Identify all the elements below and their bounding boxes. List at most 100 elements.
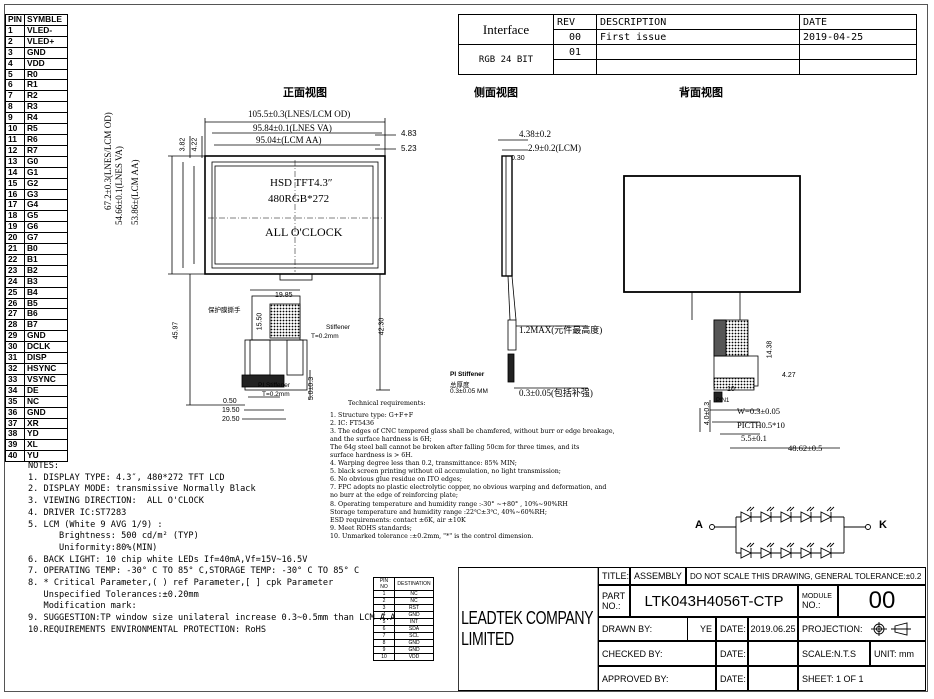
drawing-frame — [4, 4, 928, 692]
pin-number: 27 — [5, 308, 25, 321]
requirement-line: 4. Warping degree less than 0.2, transmi… — [330, 460, 517, 468]
led-diode-icon — [800, 542, 815, 559]
technical-requirements: Technical requirements: 1. Structure type… — [330, 400, 620, 541]
dim-15-50: 15.50 — [256, 312, 264, 331]
approved-date-label: DATE: — [716, 666, 748, 691]
pin-number: 15 — [5, 177, 25, 190]
requirement-line: Technical requirements: — [348, 400, 426, 407]
pin-number: PIN — [5, 14, 25, 26]
touch-pin-number: 1 — [373, 590, 395, 598]
pin-symbol: XR — [24, 417, 68, 430]
screen-label-resolution: 480RGB*272 — [268, 193, 330, 205]
pin-number: 4 — [5, 57, 25, 70]
pin-symbol: YD — [24, 428, 68, 441]
requirement-line: Storage temperature and humidity range :… — [330, 508, 548, 516]
requirement-line: no burr at the edge of reinforcing plate… — [330, 492, 458, 500]
part-label: PART — [602, 591, 626, 601]
pin-number: 7 — [5, 90, 25, 103]
dim-height-od: 67.2±0.3(LNES/LCM OD) — [103, 112, 113, 210]
title-value: ASSEMBLY — [630, 567, 686, 585]
rev-value: 00 — [553, 29, 597, 45]
requirement-line: 7. FPC adopts no plastic electrolytic co… — [330, 484, 607, 492]
pin-number: 38 — [5, 428, 25, 441]
note-line: Unspecified Tolerances:±0.20mm — [28, 589, 199, 600]
back-view-drawing — [623, 175, 840, 449]
rev-description: First issue — [596, 29, 800, 45]
pin-symbol: G5 — [24, 210, 68, 223]
pin-number: 2 — [5, 35, 25, 48]
dim-back-pitch: PICTH0.5*10 — [737, 420, 785, 430]
requirement-line: and the surface hardness is 6H; — [330, 435, 432, 443]
pin-number: 16 — [5, 188, 25, 201]
pin-symbol: B7 — [24, 319, 68, 332]
pin-symbol: B0 — [24, 243, 68, 255]
checked-date-value — [748, 641, 798, 666]
pin-number: 1 — [5, 24, 25, 37]
pin-number: 24 — [5, 275, 25, 288]
pin-symbol: B4 — [24, 286, 68, 299]
pin-symbol: GND — [24, 330, 68, 343]
pin-symbol: B6 — [24, 308, 68, 321]
rev-description — [596, 44, 800, 60]
touch-pin-destination: GND — [394, 639, 434, 647]
led-anode-label: A — [695, 519, 703, 531]
pin-number: 34 — [5, 384, 25, 397]
pin-symbol: B3 — [24, 275, 68, 288]
requirement-line: 6. No obvious glue residue on ITO edges; — [330, 476, 462, 484]
led-diode-icon — [740, 506, 755, 523]
note-line: 10.REQUIREMENTS ENVIRONMENTAL PROTECTION… — [28, 624, 266, 635]
pin-number: 13 — [5, 155, 25, 168]
rev-date — [799, 44, 917, 60]
touch-pin-number: 2 — [373, 597, 395, 605]
touch-pin-number: PIN NO — [373, 577, 395, 591]
requirement-line: 2. IC: FT5436 — [330, 419, 375, 427]
module-number: 00 — [838, 585, 926, 617]
pin-symbol: G1 — [24, 166, 68, 179]
pin-number: 40 — [5, 450, 25, 463]
dim-20-50: 20.50 — [222, 416, 240, 423]
dim-42-30: 42.30 — [378, 317, 386, 336]
requirement-line: 1. Structure type: G+F+F — [330, 411, 414, 419]
requirement-line: ESD requirements: contact ±6K, air ±10K — [330, 516, 466, 524]
dim-side-4-38: 4.38±0.2 — [519, 129, 551, 139]
led-diode-icon — [760, 506, 775, 523]
pin-number: 5 — [5, 68, 25, 81]
requirement-line: 5. black screen printing without oil acc… — [330, 468, 561, 476]
dim-back-5-5: 5.5±0.1 — [741, 433, 767, 443]
pin-symbol: XL — [24, 439, 68, 452]
projection-cell: PROJECTION: — [798, 617, 926, 641]
touch-pin-number: 7 — [373, 632, 395, 640]
dim-va-width: 95.84±0.1(LNES VA) — [253, 123, 332, 133]
dim-back-w: W=0.3±0.05 — [737, 406, 780, 416]
pin-symbol: G7 — [24, 232, 68, 245]
pin-symbol: GND — [24, 46, 68, 59]
touch-pin-destination: VDD — [394, 653, 434, 661]
pin-number: 31 — [5, 352, 25, 364]
touch-pin-destination: GND — [394, 611, 434, 619]
back-view-title: 背面视图 — [679, 87, 723, 99]
pin-symbol: R5 — [24, 123, 68, 135]
pin-number: 30 — [5, 341, 25, 354]
pin-number: 26 — [5, 297, 25, 310]
note-line: Modification mark: — [28, 601, 137, 612]
led-diode-icon — [760, 542, 775, 559]
pin-number: 18 — [5, 210, 25, 223]
pin-symbol: G4 — [24, 199, 68, 212]
drawn-by-value: YE — [688, 617, 716, 641]
pin-symbol: G6 — [24, 221, 68, 234]
description-header: DESCRIPTION — [596, 14, 800, 30]
module-label-no: NO.: — [802, 599, 821, 610]
date-header: DATE — [799, 14, 917, 30]
